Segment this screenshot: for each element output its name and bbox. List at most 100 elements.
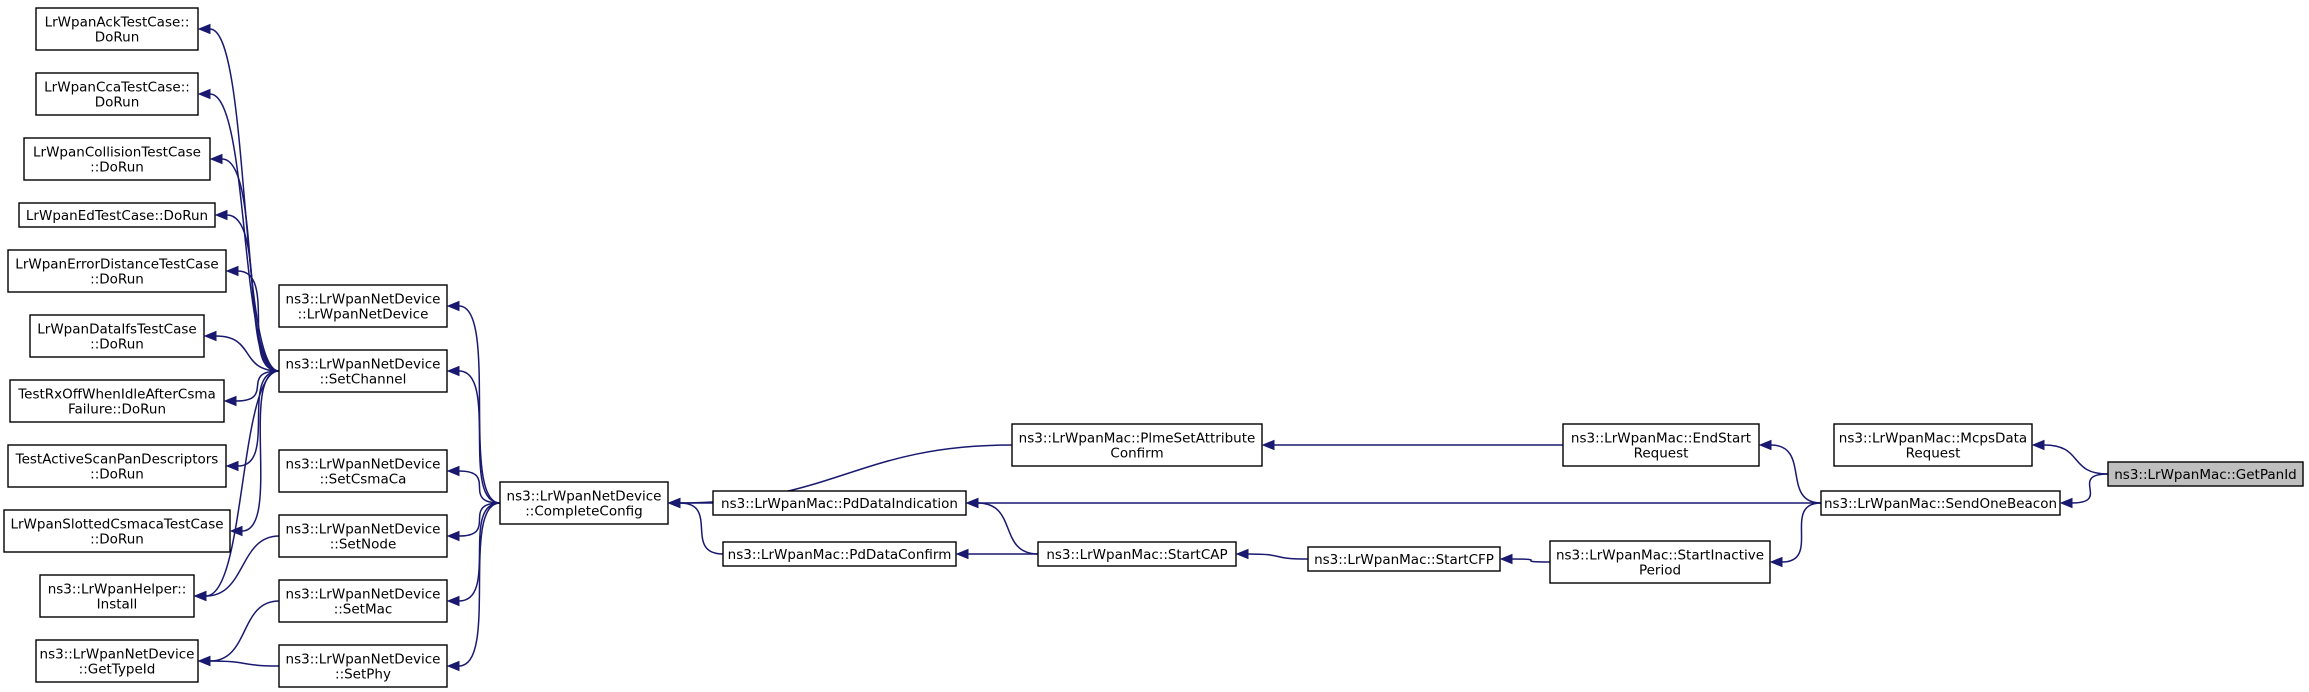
node-label: ns3::LrWpanNetDevice xyxy=(286,357,441,373)
node-collision[interactable]: LrWpanCollisionTestCase::DoRun xyxy=(23,137,211,181)
node-box xyxy=(1562,423,1760,467)
node-slotted[interactable]: LrWpanSlottedCsmacaTestCase::DoRun xyxy=(3,509,231,553)
node-startcfp[interactable]: ns3::LrWpanMac::StartCFP xyxy=(1307,546,1501,572)
call-edge xyxy=(446,300,501,504)
node-startcap[interactable]: ns3::LrWpanMac::StartCAP xyxy=(1037,541,1237,567)
call-edge xyxy=(197,600,280,667)
call-edge xyxy=(225,265,280,372)
edge-line xyxy=(458,305,501,504)
node-errdist[interactable]: LrWpanErrorDistanceTestCase::DoRun xyxy=(7,249,227,293)
edge-line xyxy=(2071,473,2109,504)
edge-line xyxy=(458,502,501,667)
call-edge xyxy=(193,535,280,602)
edge-line xyxy=(458,470,501,504)
node-cca[interactable]: LrWpanCcaTestCase::DoRun xyxy=(35,72,199,116)
arrowhead xyxy=(446,530,460,542)
node-setnode[interactable]: ns3::LrWpanNetDevice::SetNode xyxy=(278,514,448,558)
node-box xyxy=(1037,541,1237,567)
node-ctor[interactable]: ns3::LrWpanNetDevice::LrWpanNetDevice xyxy=(278,284,448,328)
node-label: DoRun xyxy=(95,95,140,111)
call-edge xyxy=(446,502,501,672)
node-setchannel[interactable]: ns3::LrWpanNetDevice::SetChannel xyxy=(278,349,448,393)
call-edge xyxy=(667,497,724,555)
arrowhead xyxy=(197,23,211,35)
node-label: ::CompleteConfig xyxy=(525,504,642,520)
node-label: ::DoRun xyxy=(90,532,144,548)
node-box xyxy=(35,7,199,51)
arrowhead xyxy=(446,595,460,607)
node-ed[interactable]: LrWpanEdTestCase::DoRun xyxy=(18,202,216,228)
node-label: ::SetNode xyxy=(330,537,397,553)
call-edge xyxy=(446,502,501,542)
node-getpanid[interactable]: ns3::LrWpanMac::GetPanId xyxy=(2107,461,2304,487)
node-install[interactable]: ns3::LrWpanHelper::Install xyxy=(39,574,195,618)
node-completeconfig[interactable]: ns3::LrWpanNetDevice::CompleteConfig xyxy=(499,481,669,525)
node-label: ns3::LrWpanNetDevice xyxy=(286,652,441,668)
arrowhead xyxy=(209,153,223,165)
node-label: Request xyxy=(1634,446,1689,462)
arrowhead xyxy=(1261,439,1275,451)
edge-line xyxy=(458,370,501,504)
arrowhead xyxy=(667,497,681,509)
edge-line xyxy=(215,335,280,372)
node-sendbeacon[interactable]: ns3::LrWpanMac::SendOneBeacon xyxy=(1820,490,2061,516)
node-setcsmaca[interactable]: ns3::LrWpanNetDevice::SetCsmaCa xyxy=(278,449,448,493)
arrowhead xyxy=(446,365,460,377)
node-label: TestRxOffWhenIdleAfterCsma xyxy=(17,387,216,403)
edge-line xyxy=(977,502,1039,555)
node-box xyxy=(278,449,448,493)
node-label: ns3::LrWpanMac::McpsData xyxy=(1839,431,2027,447)
node-label: ns3::LrWpanMac::EndStart xyxy=(1571,431,1751,447)
node-label: ::LrWpanNetDevice xyxy=(298,307,429,323)
arrowhead xyxy=(1758,439,1772,451)
arrowhead xyxy=(193,590,207,602)
node-setmac[interactable]: ns3::LrWpanNetDevice::SetMac xyxy=(278,579,448,623)
node-gettypeid[interactable]: ns3::LrWpanNetDevice::GetTypeId xyxy=(35,639,199,683)
call-edge xyxy=(197,655,280,667)
nodes-layer: LrWpanAckTestCase::DoRunLrWpanCcaTestCas… xyxy=(3,7,2304,688)
arrowhead xyxy=(1235,548,1249,560)
node-label: ns3::LrWpanNetDevice xyxy=(507,489,662,505)
node-label: LrWpanAckTestCase:: xyxy=(45,15,190,31)
edge-line xyxy=(1770,444,1822,504)
node-pdataconf[interactable]: ns3::LrWpanMac::PdDataConfirm xyxy=(722,541,957,567)
node-ack[interactable]: LrWpanAckTestCase::DoRun xyxy=(35,7,199,51)
node-box xyxy=(278,644,448,688)
node-activescan[interactable]: TestActiveScanPanDescriptors::DoRun xyxy=(7,444,227,488)
node-label: DoRun xyxy=(95,30,140,46)
node-label: ns3::LrWpanMac::PlmeSetAttribute xyxy=(1019,431,1256,447)
node-box xyxy=(712,490,967,516)
node-pdataind[interactable]: ns3::LrWpanMac::PdDataIndication xyxy=(712,490,967,516)
node-label: ::DoRun xyxy=(90,272,144,288)
call-edge xyxy=(1769,502,1822,568)
node-box xyxy=(3,509,231,553)
node-ifs[interactable]: LrWpanDataIfsTestCase::DoRun xyxy=(29,314,205,358)
node-box xyxy=(7,444,227,488)
edge-line xyxy=(1511,558,1551,563)
arrowhead xyxy=(214,209,228,221)
call-edge xyxy=(1499,553,1551,565)
node-setphy[interactable]: ns3::LrWpanNetDevice::SetPhy xyxy=(278,644,448,688)
node-label: Request xyxy=(1906,446,1961,462)
node-label: LrWpanSlottedCsmacaTestCase xyxy=(10,517,223,533)
arrowhead xyxy=(223,395,237,407)
call-edge xyxy=(223,370,280,407)
node-box xyxy=(278,579,448,623)
arrowhead xyxy=(446,300,460,312)
edge-line xyxy=(1781,502,1822,563)
node-label: LrWpanCcaTestCase:: xyxy=(44,80,190,96)
arrowhead xyxy=(1499,553,1513,565)
node-label: ns3::LrWpanNetDevice xyxy=(286,457,441,473)
edges-layer xyxy=(193,23,2109,672)
edge-line xyxy=(235,370,280,402)
node-box xyxy=(1820,490,2061,516)
node-label: ns3::LrWpanMac::StartCFP xyxy=(1314,552,1494,568)
node-box xyxy=(1307,546,1501,572)
edge-line xyxy=(2043,444,2109,475)
arrowhead xyxy=(955,548,969,560)
